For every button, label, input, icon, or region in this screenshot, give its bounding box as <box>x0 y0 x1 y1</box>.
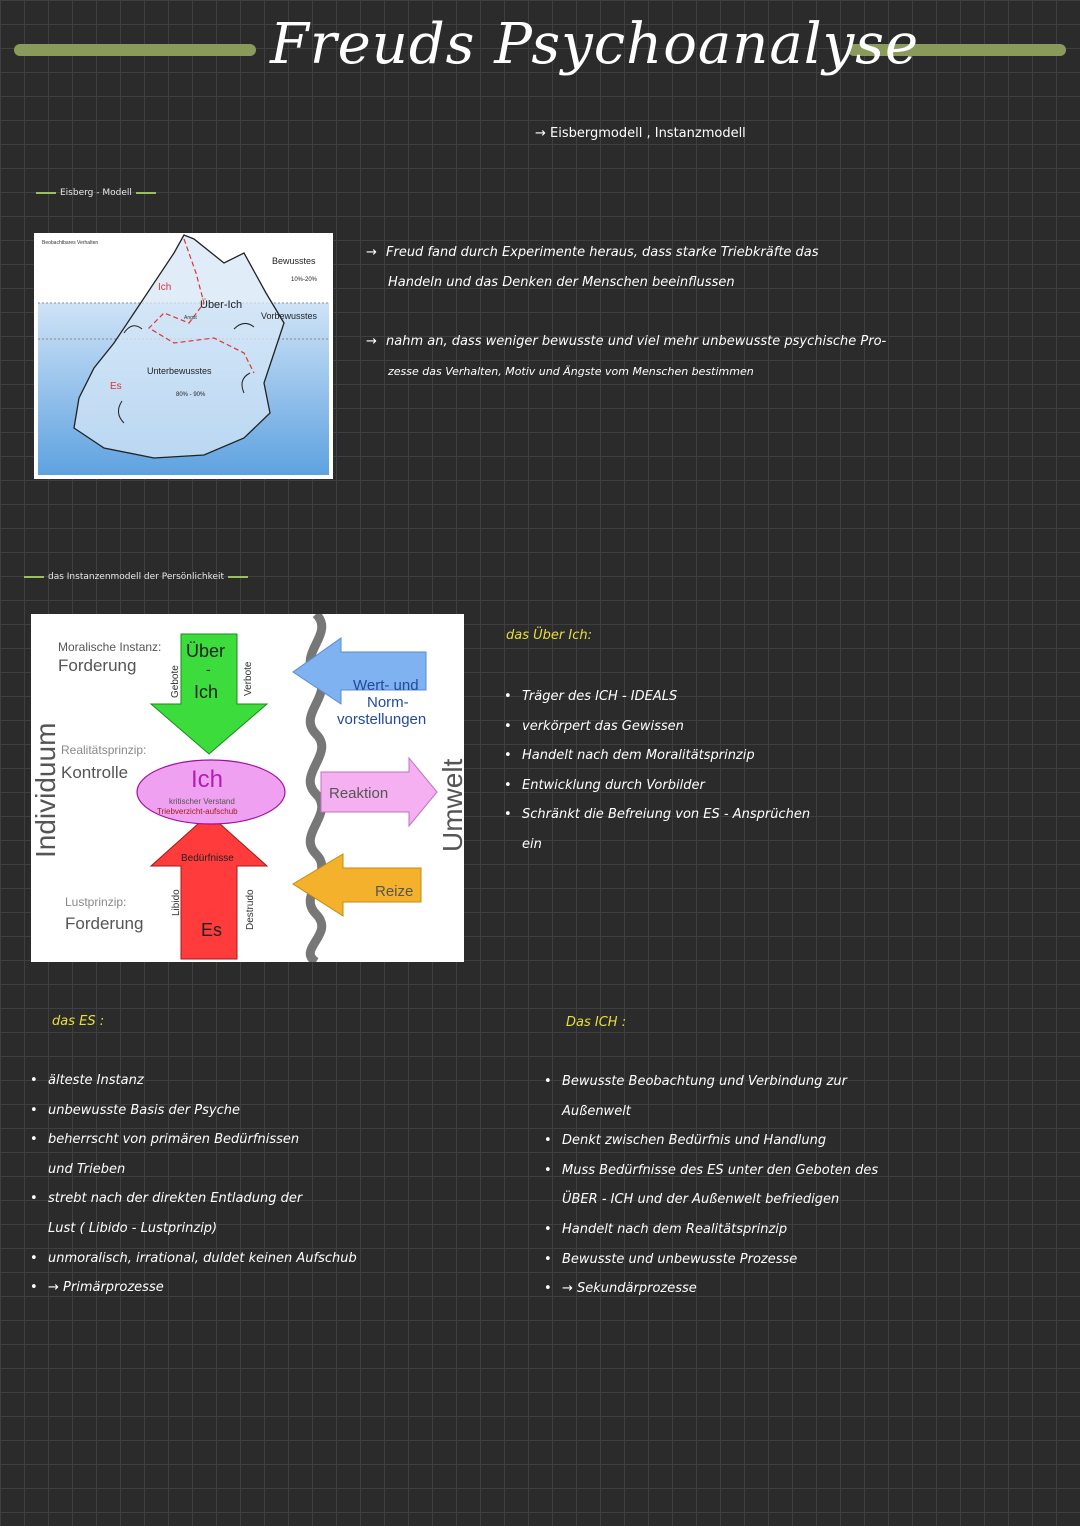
instanz-kontrolle: Kontrolle <box>61 763 128 782</box>
instanz-ich-mid: Ich <box>191 766 223 793</box>
instanz-ich-top: Ich <box>194 682 218 702</box>
es-heading: das ES : <box>52 1014 105 1029</box>
iceberg-bewusstes: Bewusstes <box>272 256 316 266</box>
list-item: beherrscht von primären Bedürfnissen <box>30 1125 510 1155</box>
instanz-diagram: Moralische Instanz: Forderung Über - Ich… <box>31 614 464 962</box>
list-item: Muss Bedürfnisse des ES unter den Gebote… <box>544 1156 1064 1186</box>
list-item: Handelt nach dem Realitätsprinzip <box>544 1215 1064 1245</box>
instanz-reaktion: Reaktion <box>329 785 388 802</box>
instanz-umwelt: Umwelt <box>437 758 464 852</box>
list-item: strebt nach der direkten Entladung der <box>30 1184 510 1214</box>
iceberg-unterbewusstes: Unterbewusstes <box>147 366 212 376</box>
list-item: Handelt nach dem Moralitätsprinzip <box>504 741 1064 771</box>
iceberg-vorbewusstes: Vorbewusstes <box>261 311 318 321</box>
list-item: → Primärprozesse <box>30 1273 510 1303</box>
ich-heading: Das ICH : <box>566 1015 627 1030</box>
iceberg-ich: Ich <box>158 282 171 293</box>
list-item: → Sekundärprozesse <box>544 1274 1064 1304</box>
instanz-triebverzicht: Triebverzicht-aufschub <box>157 807 238 816</box>
instanz-wert-1: Wert- und <box>353 677 419 694</box>
list-item: unbewusste Basis der Psyche <box>30 1096 510 1126</box>
iceberg-es: Es <box>110 381 122 392</box>
instanz-verstand: kritischer Verstand <box>169 797 235 806</box>
iceberg-ueber-ich: Über-Ich <box>200 299 242 311</box>
list-item: ein <box>522 836 542 852</box>
es-list: älteste Instanz unbewusste Basis der Psy… <box>30 1066 510 1303</box>
iceberg-bewusstes-pct: 10%-20% <box>291 277 318 283</box>
ich-list: Bewusste Beobachtung und Verbindung zur … <box>544 1067 1064 1304</box>
list-item: Lust ( Libido - Lustprinzip) <box>48 1220 218 1236</box>
instanz-libido: Libido <box>171 889 182 916</box>
instanz-ueber: Über <box>186 641 225 661</box>
header-rule-left <box>14 44 256 56</box>
instanz-beduerfnisse: Bedürfnisse <box>181 853 234 864</box>
intro-paragraph-1: →Freud fand durch Experimente heraus, da… <box>366 245 819 290</box>
instanz-individuum: Individuum <box>31 723 61 858</box>
iceberg-diagram: Beobachtbares Verhalten Bewusstes 10%-20… <box>34 233 333 479</box>
instanz-verbote: Verbote <box>243 661 254 696</box>
list-item: und Trieben <box>48 1161 126 1177</box>
iceberg-unter-pct: 80% - 90% <box>176 392 206 398</box>
list-item: Entwicklung durch Vorbilder <box>504 771 1064 801</box>
list-item: Träger des ICH - IDEALS <box>504 682 1064 712</box>
instanz-wert-3: vorstellungen <box>337 711 426 728</box>
page-title: Freuds Psychoanalyse <box>270 12 920 77</box>
list-item: Bewusste Beobachtung und Verbindung zur <box>544 1067 1064 1097</box>
instanz-wert-2: Norm- <box>367 694 409 711</box>
instanz-forderung-1: Forderung <box>58 656 136 675</box>
iceberg-corner-label: Beobachtbares Verhalten <box>42 240 98 246</box>
iceberg-angst: Angst <box>184 315 197 321</box>
list-item: Denkt zwischen Bedürfnis und Handlung <box>544 1126 1064 1156</box>
instanz-realitaet: Realitätsprinzip: <box>61 743 146 757</box>
ueber-ich-list: Träger des ICH - IDEALS verkörpert das G… <box>504 682 1064 860</box>
header-rule-right <box>848 44 1066 56</box>
list-item: unmoralisch, irrational, duldet keinen A… <box>30 1244 510 1274</box>
instanz-reize: Reize <box>375 883 413 900</box>
iceberg-section-label: Eisberg - Modell <box>36 188 156 198</box>
instanz-dash: - <box>206 661 211 677</box>
instanz-destrudo: Destrudo <box>245 889 256 930</box>
list-item: ÜBER - ICH und der Außenwelt befriedigen <box>562 1192 840 1208</box>
instanz-section-label: das Instanzenmodell der Persönlichkeit <box>24 572 249 582</box>
list-item: Schränkt die Befreiung von ES - Ansprüch… <box>504 800 1064 830</box>
list-item: Außenwelt <box>562 1103 631 1119</box>
intro-paragraph-2: →nahm an, dass weniger bewusste und viel… <box>366 334 887 378</box>
list-item: älteste Instanz <box>30 1066 510 1096</box>
instanz-forderung-2: Forderung <box>65 914 143 933</box>
instanz-es: Es <box>201 920 222 940</box>
list-item: Bewusste und unbewusste Prozesse <box>544 1245 1064 1275</box>
instanz-moralische: Moralische Instanz: <box>58 640 161 654</box>
instanz-lustprinzip: Lustprinzip: <box>65 895 126 909</box>
page-subtitle: → Eisbergmodell , Instanzmodell <box>535 126 746 141</box>
list-item: verkörpert das Gewissen <box>504 712 1064 742</box>
instanz-gebote: Gebote <box>170 665 181 698</box>
ueber-ich-heading: das Über Ich: <box>506 628 592 643</box>
